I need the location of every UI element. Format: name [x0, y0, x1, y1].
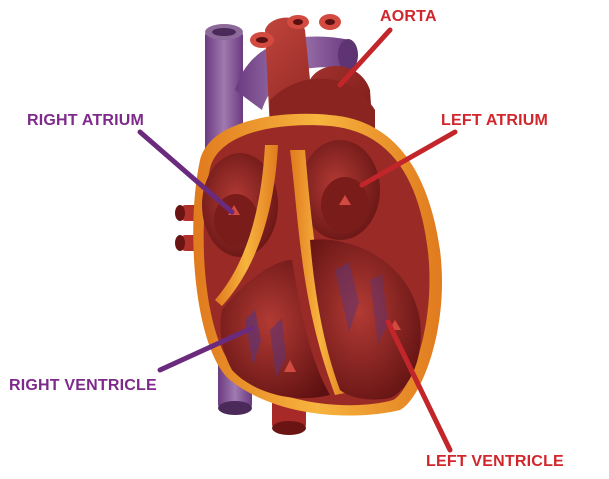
left-atrium-label: LEFT ATRIUM — [441, 113, 548, 129]
aorta-label: AORTA — [380, 9, 437, 25]
right-ventricle-label: RIGHT VENTRICLE — [9, 378, 157, 394]
right-atrium-label: RIGHT ATRIUM — [27, 113, 144, 129]
left-ventricle-label: LEFT VENTRICLE — [426, 454, 564, 470]
